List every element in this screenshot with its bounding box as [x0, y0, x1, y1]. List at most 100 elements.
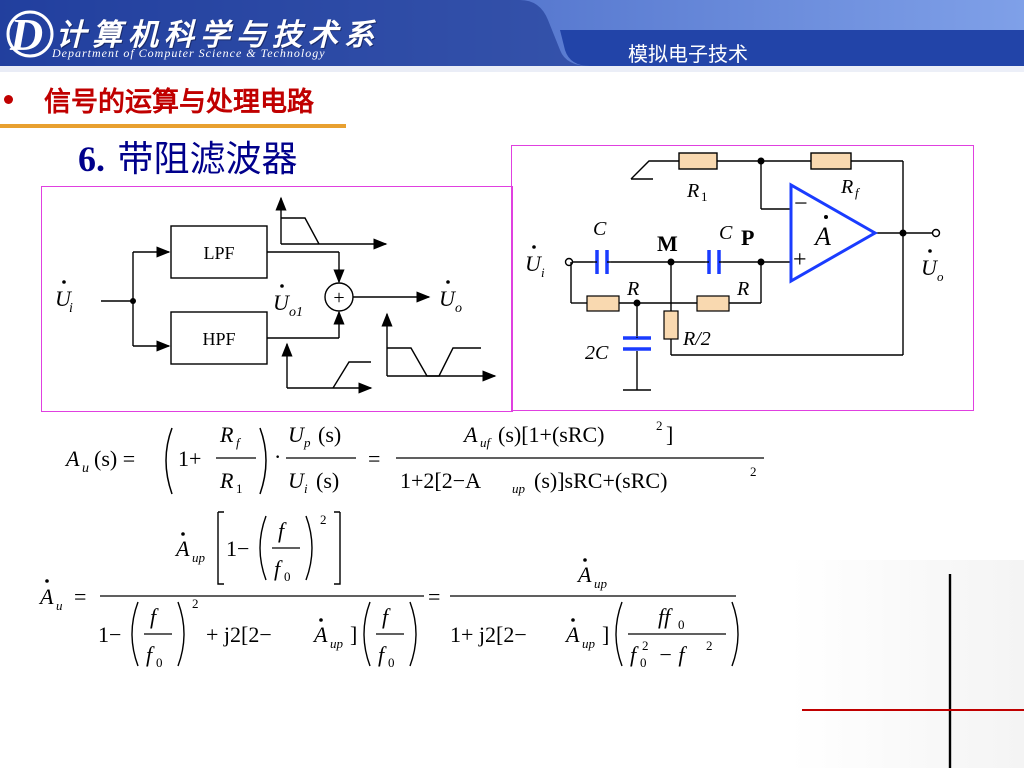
svg-text:2: 2 — [656, 418, 663, 433]
svg-text:1+2[2−A: 1+2[2−A — [400, 468, 481, 493]
svg-text:f: f — [382, 604, 391, 629]
label-r-right: R — [736, 278, 749, 300]
svg-text:A: A — [64, 446, 80, 471]
svg-text:U: U — [288, 468, 306, 493]
resistor-r1 — [678, 152, 718, 170]
svg-text:0: 0 — [640, 655, 647, 670]
node-m-dot — [667, 258, 675, 266]
svg-text:A: A — [564, 622, 580, 647]
department-name-en: Department of Computer Science & Technol… — [52, 46, 326, 60]
svg-text:up: up — [582, 636, 596, 651]
svg-text:ff: ff — [658, 604, 673, 629]
svg-text:R: R — [219, 468, 234, 493]
svg-text:1−: 1− — [98, 622, 121, 647]
svg-text:f: f — [146, 642, 155, 667]
logo-letter: D — [10, 9, 44, 60]
slide-heading: 6. 带阻滤波器 — [78, 130, 298, 182]
eq2-lhs: A — [38, 584, 54, 609]
label-r1: R — [686, 180, 699, 202]
svg-text:A: A — [576, 562, 592, 587]
svg-text:2: 2 — [192, 596, 199, 611]
bd-uo1-label: U — [273, 290, 291, 315]
label-rf: R — [840, 176, 853, 198]
svg-text:0: 0 — [284, 569, 291, 584]
svg-text:f: f — [150, 604, 159, 629]
svg-text:0: 0 — [678, 617, 685, 632]
svg-text:1+ j2[2−: 1+ j2[2− — [450, 622, 527, 647]
label-inverting: − — [794, 191, 808, 217]
svg-text:f: f — [378, 642, 387, 667]
resistor-r-half — [663, 310, 679, 340]
label-r-half: R/2 — [682, 328, 711, 350]
block-diagram-frame — [41, 186, 513, 412]
header-banner: D 计算机科学与技术系 Department of Computer Scien… — [0, 0, 1024, 72]
logo-ring — [6, 10, 54, 58]
svg-text:f: f — [236, 435, 242, 450]
svg-text:up: up — [594, 576, 608, 591]
svg-text:+ j2[2−: + j2[2− — [206, 622, 272, 647]
svg-text:1−: 1− — [226, 536, 249, 561]
svg-text:]: ] — [602, 622, 609, 647]
resistor-r-left — [586, 295, 620, 312]
label-noninverting: + — [793, 247, 807, 273]
svg-text:p: p — [303, 435, 311, 450]
label-circuit-output: U — [921, 255, 939, 280]
heading-text: 带阻滤波器 — [117, 139, 298, 180]
svg-text:(s) =: (s) = — [94, 446, 135, 471]
label-node-m: M — [657, 231, 678, 256]
svg-text:o1: o1 — [289, 305, 303, 320]
svg-text:·: · — [274, 444, 281, 469]
heading-number: 6. — [78, 139, 105, 179]
svg-text:(s)]sRC+(sRC): (s)]sRC+(sRC) — [534, 468, 667, 493]
svg-text:up: up — [512, 481, 526, 496]
hpf-label: HPF — [202, 329, 235, 349]
label-amp: A — [813, 222, 831, 251]
svg-text:o: o — [937, 269, 944, 284]
svg-text:]: ] — [350, 622, 357, 647]
svg-text:(s): (s) — [316, 468, 339, 493]
section-underline — [0, 124, 346, 128]
svg-text:f: f — [278, 518, 287, 543]
equation-au-s: A u (s) = 1+ R f R 1 · U p (s) U i (s) =… — [64, 418, 764, 496]
svg-text:o: o — [455, 301, 462, 316]
label-c2: C — [719, 222, 733, 244]
svg-text:]: ] — [666, 422, 673, 447]
svg-text:1+: 1+ — [178, 446, 201, 471]
svg-text:uf: uf — [480, 435, 493, 450]
department-name-cn: 计算机科学与技术系 — [56, 18, 380, 53]
svg-text:2: 2 — [320, 512, 327, 527]
svg-text:2: 2 — [750, 464, 757, 479]
circuit-frame — [511, 145, 974, 411]
svg-text:u: u — [82, 461, 89, 476]
svg-text:(s)[1+(sRC): (s)[1+(sRC) — [498, 422, 605, 447]
resistor-r-right — [696, 295, 730, 312]
svg-text:i: i — [304, 481, 308, 496]
equation-au-jw: A u = A up 1− f f 0 2 1− f f 0 2 + j2[2−… — [38, 511, 739, 670]
svg-text:=: = — [428, 584, 440, 609]
bd-input-label: U — [55, 286, 73, 311]
svg-text:i: i — [69, 301, 73, 316]
svg-text:1: 1 — [236, 481, 243, 496]
label-r-left: R — [626, 278, 639, 300]
sum-plus-sign: + — [333, 287, 344, 309]
svg-text:(s): (s) — [318, 422, 341, 447]
svg-text:R: R — [219, 422, 234, 447]
svg-text:1: 1 — [701, 189, 708, 204]
bandstop-response-curve — [387, 347, 481, 377]
lpf-label: LPF — [203, 243, 234, 263]
svg-text:=: = — [368, 446, 380, 471]
op-amp — [789, 182, 879, 284]
hpf-response-curve — [332, 361, 371, 389]
bd-output-label: U — [439, 286, 457, 311]
decorative-axes — [802, 574, 1024, 768]
header-background — [0, 0, 1024, 72]
label-2c: 2C — [585, 342, 609, 364]
svg-text:up: up — [192, 550, 206, 565]
node-p-dot — [757, 258, 765, 266]
svg-text:2: 2 — [706, 638, 713, 653]
svg-text:− f: − f — [658, 642, 687, 667]
svg-text:f: f — [630, 642, 639, 667]
svg-text:f: f — [274, 556, 283, 581]
svg-text:up: up — [330, 636, 344, 651]
label-circuit-input: U — [525, 251, 543, 276]
